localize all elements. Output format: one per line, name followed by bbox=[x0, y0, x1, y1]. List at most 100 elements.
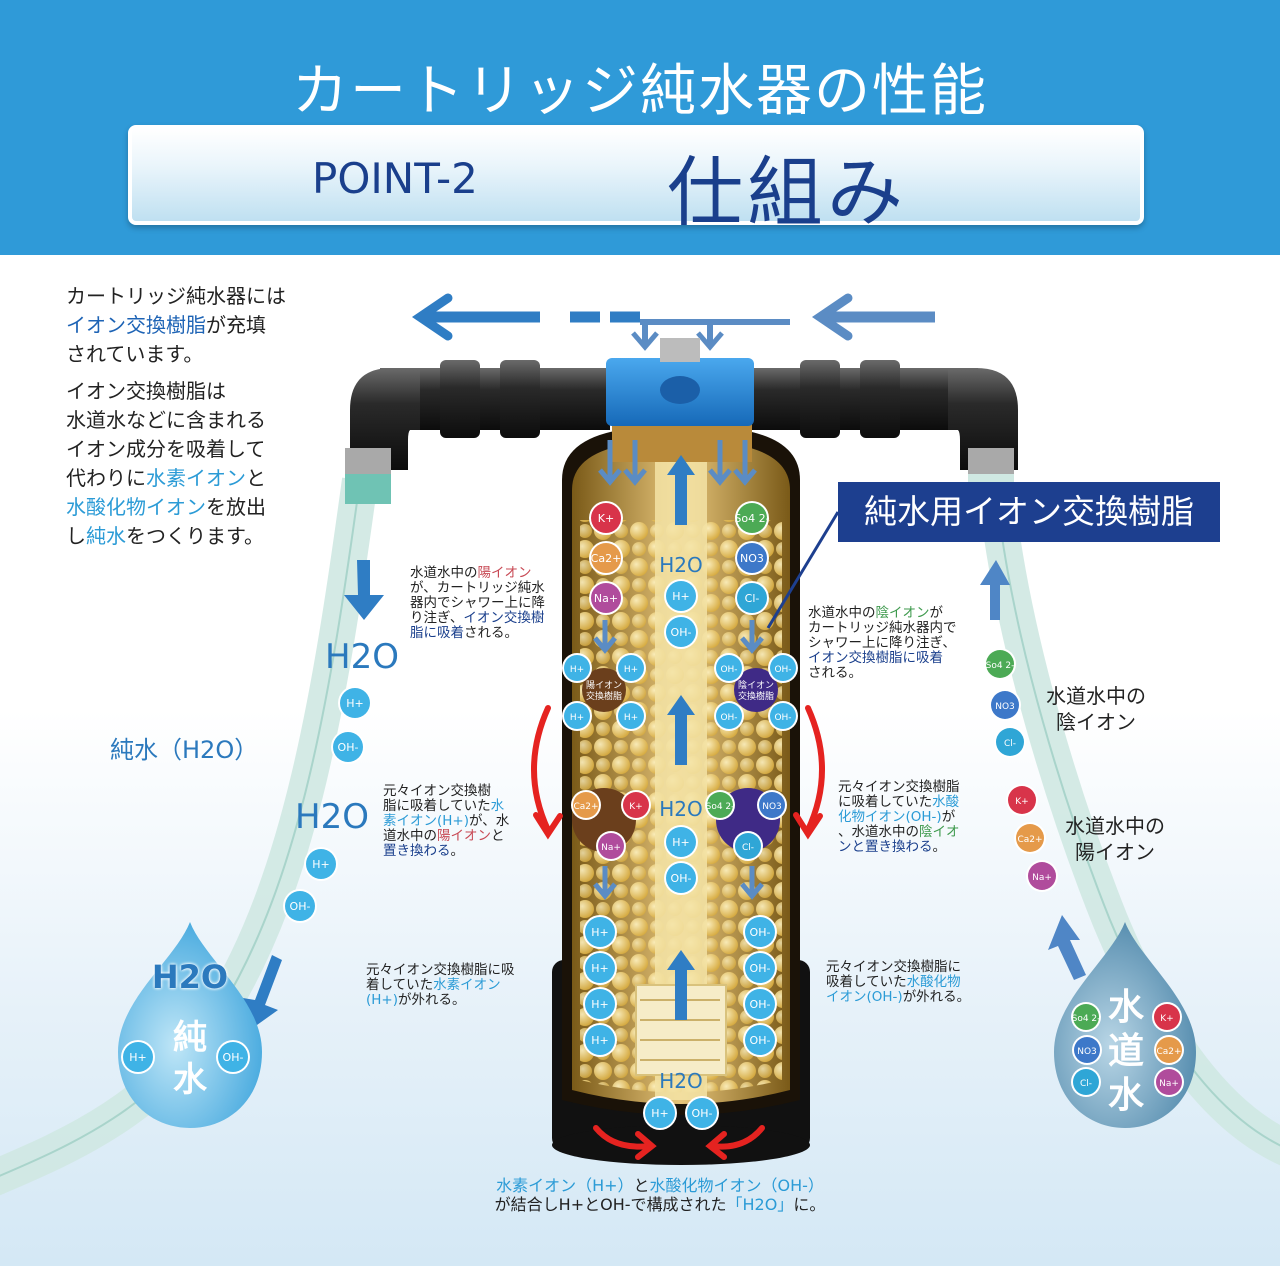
intro-line: を放出 bbox=[206, 495, 266, 519]
oh-ion: OH- bbox=[283, 889, 317, 923]
resin-leader-line bbox=[766, 511, 840, 629]
h-ion-label: H+ bbox=[591, 962, 609, 975]
note-highlight: ンと置き換わる bbox=[838, 839, 933, 855]
intro-highlight: イオン交換樹脂 bbox=[66, 313, 206, 337]
k-ion: K+ bbox=[1006, 784, 1038, 816]
note-text: 元々イオン交換樹脂 bbox=[838, 779, 960, 795]
cation-resin-label: 陽イオン bbox=[586, 680, 622, 691]
note-text: 元々イオン交換樹 bbox=[383, 783, 491, 799]
intro-line: カートリッジ純水器には bbox=[66, 284, 286, 308]
pure-drop-char1: 純 bbox=[173, 1018, 207, 1058]
caption-text: が結合しH+とOH-で構成された bbox=[494, 1195, 727, 1214]
so4-ion-label: So4 2- bbox=[734, 512, 769, 525]
note-highlight: 水素イオン bbox=[433, 977, 501, 993]
h-ion: H+ bbox=[338, 686, 372, 720]
h-ion-label: H+ bbox=[624, 665, 638, 675]
oh-ion-label: OH- bbox=[720, 713, 737, 723]
page-title: カートリッジ純水器の性能 bbox=[292, 59, 988, 124]
so4-ion: So4 2- bbox=[984, 648, 1016, 680]
note-highlight: 陽イオン bbox=[437, 828, 491, 844]
label-tap-anion: 水道水中の 陰イオン bbox=[1036, 683, 1156, 735]
note-text: が bbox=[941, 809, 956, 825]
no3-ion: NO3 bbox=[989, 689, 1021, 721]
oh-ion: OH- bbox=[743, 1023, 777, 1057]
oh-ion: OH- bbox=[768, 701, 798, 731]
note-text: 器内でシャワー上に降 bbox=[410, 595, 545, 611]
so4-ion-label: So4 2- bbox=[1072, 1014, 1101, 1024]
cation-resin-label-2: 交換樹脂 bbox=[586, 690, 622, 702]
pipe-right bbox=[748, 360, 1018, 496]
k-ion: K+ bbox=[589, 501, 623, 535]
so4-ion-label: So4 2- bbox=[706, 802, 735, 812]
ca-ion-label: Ca2+ bbox=[1017, 835, 1042, 845]
intro-line: イオン交換樹脂は bbox=[66, 379, 226, 403]
ca-ion-label: Ca2+ bbox=[1156, 1047, 1181, 1057]
oh-ion: OH- bbox=[743, 915, 777, 949]
h-ion-label: H+ bbox=[651, 1107, 669, 1120]
oh-ion: OH- bbox=[743, 987, 777, 1021]
note-oh-release: 元々イオン交換樹脂に 吸着していた水酸化物 イオン(OH-)が外れる。 bbox=[826, 960, 996, 1005]
note-text: が、カートリッジ純水 bbox=[410, 580, 545, 596]
note-text: 道水中の bbox=[383, 828, 437, 844]
anion-resin-label-2: 交換樹脂 bbox=[738, 690, 774, 702]
note-text: 元々イオン交換樹脂に bbox=[826, 959, 961, 975]
no3-ion: NO3 bbox=[735, 541, 769, 575]
note-h-release: 元々イオン交換樹脂に吸 着していた水素イオン (H+)が外れる。 bbox=[366, 963, 546, 1008]
no3-ion-label: NO3 bbox=[995, 702, 1015, 712]
h2o-label: H2O bbox=[659, 553, 703, 577]
na-ion: Na+ bbox=[1154, 1067, 1184, 1097]
note-highlight: 陰イオン bbox=[875, 605, 930, 621]
cl-ion: Cl- bbox=[733, 831, 763, 861]
so4-ion: So4 2- bbox=[1071, 1002, 1101, 1032]
h-ion: H+ bbox=[583, 987, 617, 1021]
no3-ion-label: NO3 bbox=[1077, 1047, 1097, 1057]
note-highlight: イオン交換樹脂に吸着 bbox=[808, 650, 943, 666]
h-ion-label: H+ bbox=[672, 836, 690, 849]
anion-resin-label: 陰イオン bbox=[738, 679, 774, 691]
na-ion-label: Na+ bbox=[601, 843, 621, 853]
exchange-arrows bbox=[531, 705, 825, 1160]
h2o-label: H2O bbox=[659, 797, 703, 821]
shower-arrows bbox=[593, 440, 764, 900]
oh-ion-label: OH- bbox=[750, 998, 771, 1011]
label-tap-cation: 水道水中の 陽イオン bbox=[1055, 813, 1175, 865]
oh-ion-label: OH- bbox=[774, 665, 791, 675]
h-ion: H+ bbox=[643, 1096, 677, 1130]
label-pure-water: 純水（H2O） bbox=[110, 736, 259, 764]
note-text: が bbox=[929, 605, 944, 621]
h-ion-label: H+ bbox=[346, 697, 364, 710]
intro-line: 水道水などに含まれる bbox=[66, 408, 266, 432]
ca-ion: Ca2+ bbox=[1154, 1035, 1184, 1065]
note-text: り注ぎ、 bbox=[410, 610, 464, 626]
no3-ion: NO3 bbox=[757, 790, 787, 820]
no3-ion: NO3 bbox=[1072, 1035, 1102, 1065]
oh-ion-label: OH- bbox=[223, 1051, 244, 1064]
cl-ion: Cl- bbox=[1071, 1067, 1101, 1097]
h-ion-label: H+ bbox=[591, 998, 609, 1011]
h-ion: H+ bbox=[664, 825, 698, 859]
h-ion: H+ bbox=[616, 701, 646, 731]
tap-drop-char3: 水 bbox=[1107, 1075, 1144, 1116]
intro-line: し bbox=[66, 524, 86, 548]
h-ion-label: H+ bbox=[672, 590, 690, 603]
point-label: POINT-2 bbox=[312, 154, 478, 203]
oh-ion: OH- bbox=[714, 653, 744, 683]
caption-highlight: 水素イオン（H+） bbox=[496, 1176, 634, 1195]
header-banner: カートリッジ純水器の性能 POINT-2 仕組み bbox=[0, 0, 1280, 255]
cl-ion-label: Cl- bbox=[1080, 1079, 1092, 1089]
oh-ion-label: OH- bbox=[338, 741, 359, 754]
ca-ion-label: Ca2+ bbox=[573, 802, 598, 812]
intro-highlight: 水素イオン bbox=[146, 466, 246, 490]
pure-drop-formula: H2O bbox=[151, 958, 229, 996]
note-text: される。 bbox=[808, 665, 862, 681]
intro-line: されています。 bbox=[66, 342, 204, 366]
note-text: される。 bbox=[464, 625, 518, 641]
na-ion: Na+ bbox=[596, 831, 626, 861]
note-text: 着していた bbox=[366, 977, 434, 993]
oh-ion-label: OH- bbox=[774, 713, 791, 723]
caption-text: と bbox=[633, 1176, 650, 1195]
note-highlight: 置き換わる bbox=[383, 843, 451, 859]
oh-ion-label: OH- bbox=[750, 1034, 771, 1047]
cation-resin-bead bbox=[582, 668, 626, 712]
note-cation-swap: 元々イオン交換樹 脂に吸着していた水 素イオン(H+)が、水 道水中の陽イオンと… bbox=[383, 784, 528, 859]
